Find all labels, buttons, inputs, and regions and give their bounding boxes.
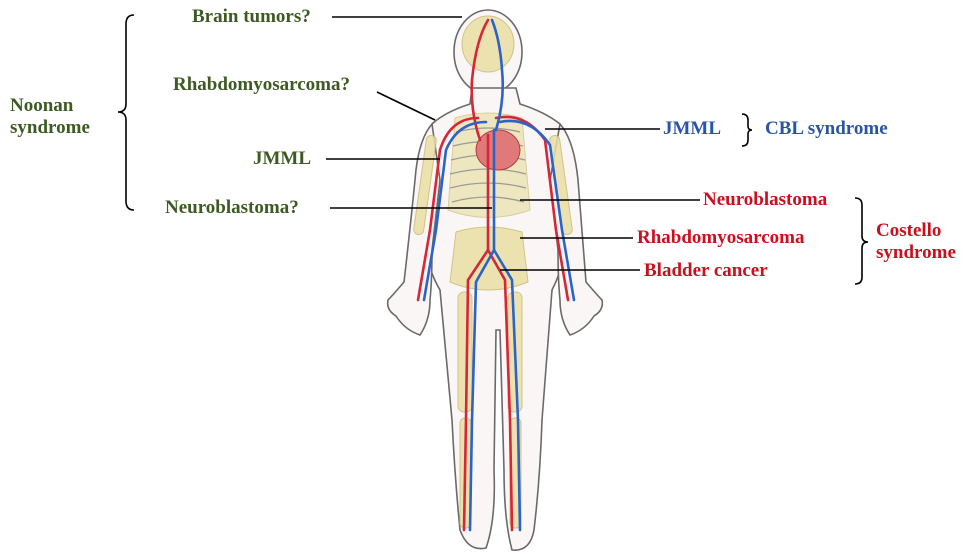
cbl-syndrome-label: CBL syndrome <box>765 118 888 140</box>
bracket-noonan <box>118 15 134 210</box>
bracket-cbl <box>742 114 752 146</box>
costello-syndrome-label: Costello syndrome <box>876 220 956 264</box>
label-brain-tumors: Brain tumors? <box>192 6 311 28</box>
pointer-rhabdo-noonan <box>377 92 435 120</box>
costello-name-line1: Costello <box>876 220 956 242</box>
costello-name-line2: syndrome <box>876 242 956 264</box>
noonan-name-line1: Noonan <box>10 95 90 117</box>
label-rhabdomyosarcoma-noonan: Rhabdomyosarcoma? <box>173 74 350 96</box>
bracket-costello <box>855 198 868 284</box>
noonan-syndrome-label: Noonan syndrome <box>10 95 90 139</box>
label-jmml-noonan: JMML <box>253 148 311 170</box>
label-neuroblastoma-noonan: Neuroblastoma? <box>165 197 299 219</box>
label-neuroblastoma-costello: Neuroblastoma <box>703 189 827 211</box>
label-rhabdomyosarcoma-costello: Rhabdomyosarcoma <box>637 227 805 249</box>
noonan-name-line2: syndrome <box>10 117 90 139</box>
label-jmml-cbl: JMML <box>663 118 721 140</box>
label-bladder-cancer: Bladder cancer <box>644 260 768 282</box>
